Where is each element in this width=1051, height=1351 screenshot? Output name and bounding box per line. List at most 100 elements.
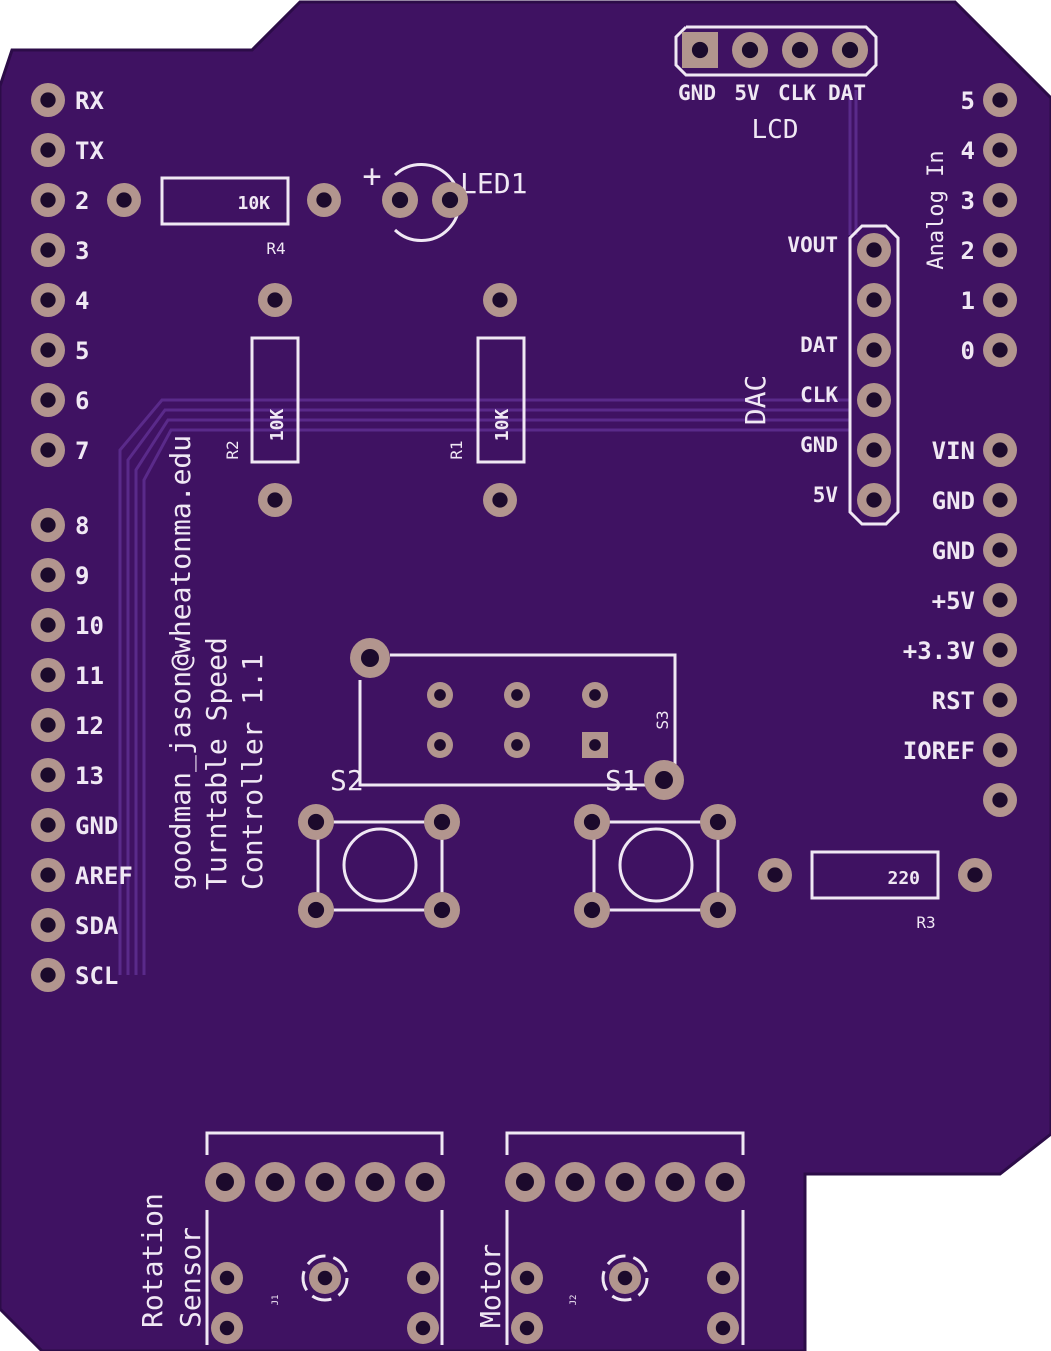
- j1-center: [309, 1262, 341, 1294]
- s2-pad-2: [424, 804, 460, 840]
- left-pin-14: [31, 808, 65, 842]
- s3-label: S3: [653, 710, 672, 729]
- r2-name: R2: [223, 440, 242, 459]
- dac-pin-label-3: CLK: [800, 383, 838, 407]
- j1-pin-1: [255, 1162, 295, 1202]
- j2-center: [609, 1262, 641, 1294]
- left-pin-label-14: GND: [75, 812, 118, 840]
- power-pin-3: [983, 583, 1017, 617]
- j2-center-ring: [601, 1254, 649, 1302]
- dac-pin-2: [857, 333, 891, 367]
- s1-pad-1: [574, 804, 610, 840]
- r2-pad-2: [258, 483, 292, 517]
- lcd-pin-label-1: 5V: [734, 81, 760, 105]
- j1-mount-2: [211, 1312, 243, 1344]
- j2-pin-2: [605, 1162, 645, 1202]
- analog-pin-2: [983, 183, 1017, 217]
- s3-pad-2: [504, 682, 530, 708]
- left-pin-6: [31, 383, 65, 417]
- credit-email: goodman_jason@wheatonma.edu: [164, 435, 198, 890]
- r4-value: 10K: [237, 193, 270, 214]
- left-pin-label-2: 2: [75, 187, 89, 215]
- j2-name: J2: [569, 1295, 579, 1306]
- s1-pad-4: [700, 892, 736, 928]
- s1-outline: [592, 820, 720, 912]
- s3-mount-2: [644, 760, 684, 800]
- lcd-pin-2: [782, 32, 818, 68]
- analog-pin-label-1: 4: [961, 137, 975, 165]
- power-pin-1: [983, 483, 1017, 517]
- j1-mount-4: [407, 1312, 439, 1344]
- j1-center-ring: [301, 1254, 349, 1302]
- r1-value: 10K: [492, 409, 513, 442]
- power-pin-label-6: IOREF: [903, 737, 975, 765]
- left-pin-8: [31, 508, 65, 542]
- j2-mount-3: [707, 1262, 739, 1294]
- left-pin-0: [31, 83, 65, 117]
- r3-name: R3: [916, 913, 935, 932]
- lcd-pin-3: [832, 32, 868, 68]
- s2-pad-4: [424, 892, 460, 928]
- analog-pin-4: [983, 283, 1017, 317]
- left-pin-label-7: 7: [75, 437, 89, 465]
- left-pin-label-3: 3: [75, 237, 89, 265]
- r2-outline: [250, 336, 300, 464]
- j2-mount-4: [707, 1312, 739, 1344]
- analog-pin-label-0: 5: [961, 87, 975, 115]
- left-pin-label-13: 13: [75, 762, 104, 790]
- s3-pad-1: [427, 682, 453, 708]
- power-pin-2: [983, 533, 1017, 567]
- r3-value: 220: [887, 868, 920, 889]
- analog-pin-label-5: 0: [961, 337, 975, 365]
- s3-pad-3: [582, 682, 608, 708]
- j1-mount-1: [211, 1262, 243, 1294]
- left-pin-5: [31, 333, 65, 367]
- r1-pad-2: [483, 483, 517, 517]
- j2-pin-3: [655, 1162, 695, 1202]
- left-pin-label-4: 4: [75, 287, 89, 315]
- j1-label-line2: Sensor: [174, 1227, 207, 1328]
- left-pin-label-16: SDA: [75, 912, 119, 940]
- lcd-pin-label-2: CLK: [778, 81, 816, 105]
- j2-top-outline: [505, 1131, 745, 1155]
- s2-button-ring: [342, 827, 418, 903]
- s2-label: S2: [330, 764, 364, 797]
- left-pin-label-9: 9: [75, 562, 89, 590]
- copper-traces: [118, 90, 858, 975]
- lcd-pin-0: [682, 32, 718, 68]
- power-pin-label-3: +5V: [932, 587, 975, 615]
- left-pin-4: [31, 283, 65, 317]
- dac-pin-label-2: DAT: [800, 333, 838, 357]
- left-pin-11: [31, 658, 65, 692]
- left-pin-label-11: 11: [75, 662, 104, 690]
- power-pin-label-0: VIN: [932, 437, 975, 465]
- power-pin-5: [983, 683, 1017, 717]
- analog-pin-1: [983, 133, 1017, 167]
- r3-outline: [810, 850, 940, 900]
- power-pin-label-5: RST: [932, 687, 975, 715]
- r4-outline: [160, 176, 290, 226]
- s1-pad-2: [700, 804, 736, 840]
- left-pin-label-8: 8: [75, 512, 89, 540]
- s1-button-ring: [618, 827, 694, 903]
- analog-pin-0: [983, 83, 1017, 117]
- s1-label: S1: [605, 764, 639, 797]
- lcd-header-outline: [674, 25, 878, 77]
- s3-pad-5: [504, 732, 530, 758]
- r3-pad-2: [958, 858, 992, 892]
- analog-pin-label-2: 3: [961, 187, 975, 215]
- power-pin-4: [983, 633, 1017, 667]
- left-pin-13: [31, 758, 65, 792]
- left-pin-15: [31, 858, 65, 892]
- s2-pad-3: [298, 892, 334, 928]
- left-pin-7: [31, 433, 65, 467]
- j1-pin-0: [205, 1162, 245, 1202]
- r1-pad-1: [483, 283, 517, 317]
- left-pin-9: [31, 558, 65, 592]
- j1-top-outline: [205, 1131, 444, 1155]
